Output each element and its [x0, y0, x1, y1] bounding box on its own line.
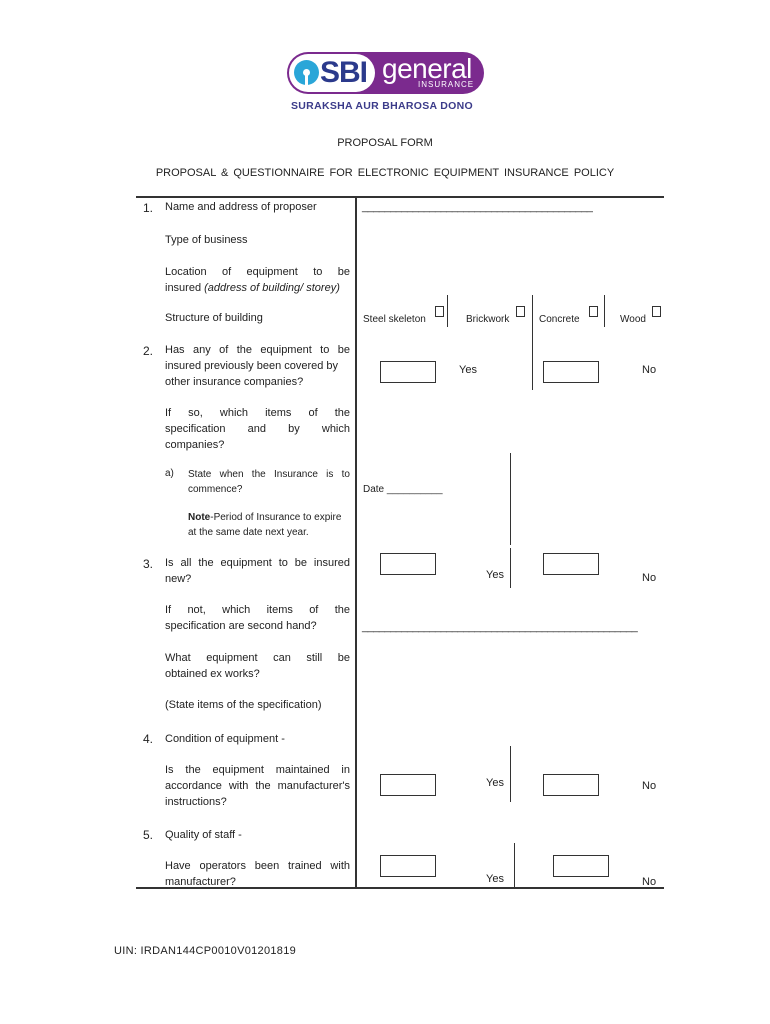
note-text: -Period of Insurance to expire [210, 512, 342, 523]
q3-what-line2: obtained ex works? [165, 668, 260, 680]
steel-skeleton-checkbox[interactable] [435, 306, 444, 317]
q5-text-line2: manufacturer? [165, 876, 236, 888]
question-number-4: 4. [143, 732, 154, 746]
form-title: PROPOSAL FORM [337, 137, 433, 149]
structure-divider-3 [604, 295, 605, 327]
sbi-keyhole-icon [294, 60, 319, 85]
q3-ifnot-line1: If not, which items of the [165, 604, 350, 616]
q3-yes-label: Yes [486, 569, 504, 581]
type-of-business-label: Type of business [165, 234, 248, 246]
q5-no-label: No [642, 876, 657, 888]
logo-insurance-text: INSURANCE [418, 80, 475, 89]
wood-checkbox[interactable] [652, 306, 661, 317]
logo-sbi-text: SBI [320, 56, 368, 89]
option-wood-label: Wood [620, 314, 646, 325]
q3-text-line2: new? [165, 573, 192, 585]
second-hand-answer-line[interactable]: ________________________________________… [362, 621, 638, 633]
uin-footer: UIN: IRDAN144CP0010V01201819 [114, 945, 297, 957]
q4-text-line2: accordance with the manufacturer's [165, 780, 350, 792]
option-concrete-label: Concrete [539, 314, 580, 325]
commence-date-field[interactable]: Date __________ [363, 484, 443, 495]
q4-text-line1: Is the equipment maintained in [165, 764, 350, 776]
location-insured-text: insured [165, 282, 205, 294]
table-column-divider [355, 198, 357, 888]
q4-yes-label: Yes [486, 777, 504, 789]
q3-yes-box[interactable] [380, 553, 436, 575]
q3-ifnot-line2: specification are second hand? [165, 620, 317, 632]
concrete-checkbox[interactable] [589, 306, 598, 317]
option-steel-skeleton-label: Steel skeleton [363, 314, 426, 325]
q4-text-line3: instructions? [165, 796, 227, 808]
option-brickwork-label: Brickwork [466, 314, 510, 325]
q4-yes-box[interactable] [380, 774, 436, 796]
q3-no-box[interactable] [543, 553, 599, 575]
name-address-label: Name and address of proposer [165, 201, 317, 213]
q3-what-line1: What equipment can still be [165, 652, 350, 664]
note-bold-label: Note [188, 512, 211, 523]
note-line2: at the same date next year. [188, 527, 309, 538]
form-subtitle: PROPOSAL & QUESTIONNAIRE FOR ELECTRONIC … [155, 167, 615, 179]
note-line1: Note-Period of Insurance to expire [188, 510, 341, 526]
q4-divider [510, 746, 511, 802]
date-divider [510, 453, 511, 545]
table-bottom-border [136, 887, 664, 889]
q2-text-line3: other insurance companies? [165, 376, 304, 388]
logo-tagline: SURAKSHA AUR BHAROSA DONO [291, 100, 473, 112]
brickwork-checkbox[interactable] [516, 306, 525, 317]
q2-yes-box[interactable] [380, 361, 436, 383]
q3-text-line1: Is all the equipment to be insured [165, 557, 350, 569]
q5-text-line1: Have operators been trained with [165, 860, 350, 872]
question-number-3: 3. [143, 557, 154, 571]
q2-ifso-line3: companies? [165, 439, 225, 451]
q5-divider [514, 843, 515, 887]
q4-no-box[interactable] [543, 774, 599, 796]
question-number-1: 1. [143, 201, 154, 215]
q3-divider [510, 548, 511, 588]
q3-state-items: (State items of the specification) [165, 699, 322, 711]
q4-heading: Condition of equipment - [165, 733, 285, 745]
q2-text-line1: Has any of the equipment to be [165, 344, 350, 356]
q5-yes-box[interactable] [380, 855, 436, 877]
q3-no-label: No [642, 572, 657, 584]
q5-heading: Quality of staff - [165, 829, 242, 841]
q2-no-label: No [642, 364, 657, 376]
q2-ifso-line1: If so, which items of the [165, 407, 350, 419]
question-number-2: 2. [143, 344, 154, 358]
location-address-hint: (address of building/ storey) [204, 282, 340, 294]
q2-ifso-line2: specification and by which [165, 423, 350, 435]
q2a-line1: State when the Insurance is to [188, 469, 350, 480]
q2-text-line2: insured previously been covered by [165, 360, 339, 372]
q2a-label: a) [165, 468, 174, 479]
question-number-5: 5. [143, 828, 154, 842]
q2-no-box[interactable] [543, 361, 599, 383]
location-label-line1: Location of equipment to be [165, 266, 350, 278]
logo-general-text: general [382, 53, 472, 84]
name-address-answer-line[interactable]: ________________________________________… [362, 201, 593, 213]
q5-no-box[interactable] [553, 855, 609, 877]
q4-no-label: No [642, 780, 657, 792]
structure-label: Structure of building [165, 312, 263, 324]
structure-divider-2 [532, 295, 533, 390]
q5-yes-label: Yes [486, 873, 504, 885]
structure-divider-1 [447, 295, 448, 327]
q2a-line2: commence? [188, 484, 243, 495]
location-label-line2: insured (address of building/ storey) [165, 281, 340, 297]
q2-yes-label: Yes [459, 364, 477, 376]
table-top-border [136, 196, 664, 198]
